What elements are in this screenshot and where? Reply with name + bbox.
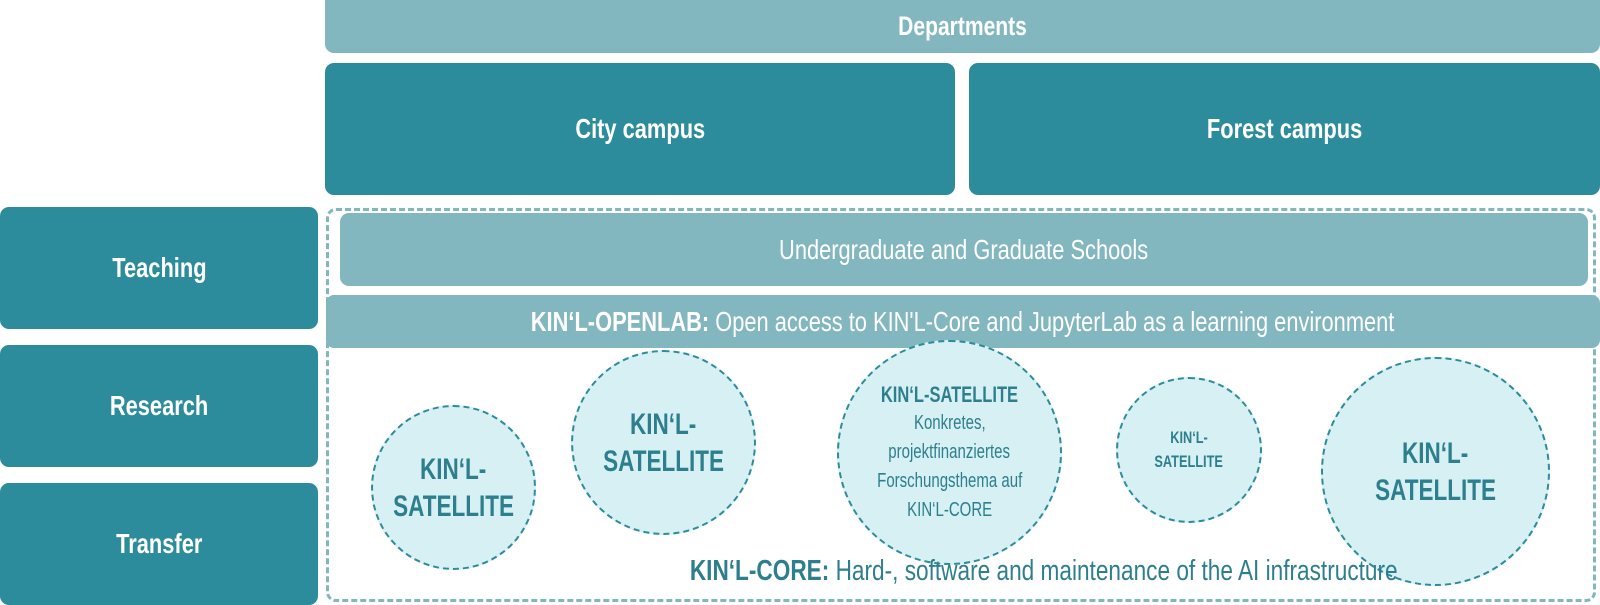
schools-bar: Undergraduate and Graduate Schools [340,213,1588,286]
forest-campus-label: Forest campus [1206,113,1363,144]
satellite-label-line2: SATELLITE [1375,473,1496,507]
pillar-teaching: Teaching [0,207,318,329]
schools-label: Undergraduate and Graduate Schools [779,233,1149,265]
satellite-circle: KIN‘L- SATELLITE [371,405,536,570]
departments-label: Departments [898,11,1027,41]
openlab-title: KIN‘L-OPENLAB: [531,305,710,337]
core-title: KIN‘L-CORE: [689,555,830,587]
departments-bar: Departments [325,0,1600,53]
satellite-label-line2: SATELLITE [1154,452,1224,471]
pillar-transfer: Transfer [0,483,318,605]
city-campus-box: City campus [325,63,955,195]
satellite-desc-line: Forschungsthema auf [876,469,1023,492]
pillar-teaching-label: Teaching [111,252,207,283]
satellite-label-line1: KIN‘L- [1402,436,1469,470]
kinl-dashed-container [326,208,1596,602]
openlab-description: Open access to KIN'L-Core and JupyterLab… [709,305,1395,337]
pillar-research: Research [0,345,318,467]
satellite-label-line2: SATELLITE [603,444,724,478]
forest-campus-box: Forest campus [969,63,1600,195]
satellite-label-line1: KIN‘L- [1170,428,1208,447]
satellite-desc-line: projektfinanziertes [888,440,1011,463]
satellite-label-line2: SATELLITE [393,489,514,523]
satellite-circle: KIN‘L- SATELLITE [571,350,756,535]
satellite-desc-line: KIN‘L-CORE [906,498,993,521]
city-campus-label: City campus [575,113,705,144]
pillar-research-label: Research [109,390,209,421]
satellite-circle: KIN‘L- SATELLITE [1116,377,1262,523]
satellite-desc-line: Konkretes, [913,411,986,434]
satellite-label-line1: KIN‘L- [630,407,697,441]
pillar-transfer-label: Transfer [115,528,203,559]
core-caption: KIN‘L-CORE: Hard-, software and maintena… [590,555,1398,588]
satellite-circle: KIN‘L- SATELLITE [1321,357,1550,586]
openlab-text: KIN‘L-OPENLAB: Open access to KIN'L-Core… [531,306,1395,338]
satellite-label-line1: KIN‘L- [420,452,487,486]
satellite-title: KIN‘L-SATELLITE [880,381,1019,407]
core-description: Hard-, software and maintenance of the A… [829,555,1398,587]
openlab-bar: KIN‘L-OPENLAB: Open access to KIN'L-Core… [326,295,1600,348]
satellite-circle-detailed: KIN‘L-SATELLITE Konkretes, projektfinanz… [837,340,1062,565]
